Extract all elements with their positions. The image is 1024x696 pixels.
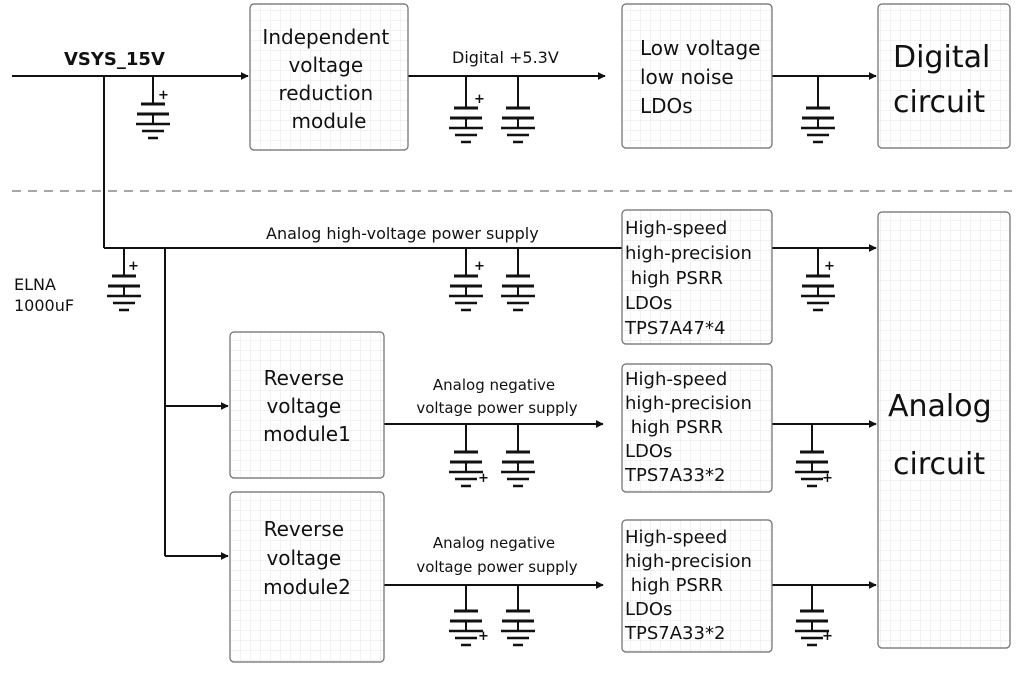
- hv-rail-capacitor-1-icon: [447, 274, 485, 312]
- digital-circuit-block: [877, 3, 1011, 149]
- hs3-line-2: high-precision: [625, 551, 752, 572]
- digital-chain: VSYS_15V Digital +5.3V + +: [12, 48, 877, 144]
- neg2-label-2: voltage power supply: [416, 558, 577, 576]
- analog-circuit-block: [877, 211, 1011, 649]
- hs1-line-4: LDOs: [625, 293, 672, 314]
- lvldo-line-3: LDOs: [640, 94, 693, 118]
- rev2-line-1: Reverse: [264, 517, 344, 541]
- hs-ldo-tps7a47-block: [621, 209, 773, 345]
- hs2-line-1: High-speed: [625, 369, 727, 390]
- hs1-line-2: high-precision: [625, 243, 752, 264]
- neg2-cap-plus: +: [478, 629, 489, 644]
- analog-wiring: Analog high-voltage power supply + ELNA …: [14, 76, 877, 647]
- elna-cap-plus: +: [128, 259, 139, 274]
- input-cap-plus: +: [158, 88, 169, 103]
- digital-line-1: Digital: [893, 40, 990, 75]
- svg-text:Reverse voltage module: Reverse voltage module1: [263, 366, 351, 446]
- hs2-line-4: LDOs: [625, 441, 672, 462]
- neg1-label-1: Analog negative: [433, 376, 555, 394]
- reverse-voltage-module2-block: [229, 491, 385, 663]
- low-noise-ldo-block: [621, 3, 773, 149]
- digital-rail-capacitor-2-icon: [499, 106, 537, 144]
- svg-text:Reverse voltage module: Reverse voltage module2: [263, 517, 351, 599]
- hv-rail-capacitor-2-icon: [499, 274, 537, 312]
- neg1-out-cap-plus: +: [822, 471, 833, 486]
- hs1-line-5: TPS7A47*4: [624, 318, 725, 339]
- hv-cap-plus: +: [474, 259, 485, 274]
- rev2-line-2: voltage: [266, 546, 341, 570]
- reverse-voltage-module1-block: [229, 331, 385, 479]
- ivr-line-4: module: [292, 109, 367, 133]
- elna-label-2: 1000uF: [14, 296, 74, 315]
- hs3-line-4: LDOs: [625, 599, 672, 620]
- elna-label-1: ELNA: [14, 275, 56, 294]
- hs-ldo-tps7a33-1-block: [621, 363, 773, 493]
- rev1-line-1: Reverse: [264, 366, 344, 390]
- lvldo-line-1: Low voltage: [640, 36, 760, 60]
- digital-output-capacitor-icon: [799, 106, 837, 144]
- hs-ldo-tps7a33-2-block: [621, 519, 773, 653]
- hs3-line-3: high PSRR: [625, 575, 723, 596]
- lvldo-line-2: low noise: [640, 65, 734, 89]
- neg2-label-1: Analog negative: [433, 534, 555, 552]
- neg1-label-2: voltage power supply: [416, 399, 577, 417]
- analog-hv-label: Analog high-voltage power supply: [266, 224, 539, 243]
- hs2-line-5: TPS7A33*2: [624, 465, 725, 486]
- vsys-label: VSYS_15V: [64, 49, 165, 70]
- hv-output-capacitor-icon: [799, 274, 837, 312]
- elna-capacitor-icon: [105, 274, 143, 312]
- analog-line-2: circuit: [893, 447, 985, 482]
- rev2-line-3: module2: [263, 575, 351, 599]
- digital-line-2: circuit: [893, 85, 985, 120]
- digital-rail-capacitor-1-icon: [447, 106, 485, 144]
- ivr-line-2: voltage: [288, 53, 363, 77]
- neg2-out-cap-plus: +: [822, 629, 833, 644]
- hv-out-cap-plus: +: [824, 259, 835, 274]
- svg-text:Digital circuit: Digital circuit: [893, 40, 1000, 120]
- hs2-line-3: high PSRR: [625, 417, 723, 438]
- svg-text:Analog circuit: Analog circuit: [888, 389, 1001, 482]
- rev1-line-2: voltage: [266, 394, 341, 418]
- hs3-line-1: High-speed: [625, 527, 727, 548]
- voltage-reduction-block: [249, 3, 409, 151]
- svg-text:Independent voltage re: Independent voltage reduction module: [262, 25, 395, 133]
- ivr-line-3: reduction: [278, 81, 373, 105]
- svg-text:High-speed high-precision: High-speed high-precision high PSRR LDOs…: [624, 369, 758, 486]
- neg1-capacitor-2-icon: [499, 450, 537, 488]
- ivr-line-1: Independent: [262, 25, 389, 49]
- neg2-capacitor-2-icon: [499, 609, 537, 647]
- hs1-line-3: high PSRR: [625, 268, 723, 289]
- input-capacitor-icon: [134, 102, 172, 140]
- hs3-line-5: TPS7A33*2: [624, 623, 725, 644]
- digital-rail-label: Digital +5.3V: [452, 48, 559, 67]
- digital-cap-plus: +: [474, 92, 485, 107]
- hs2-line-2: high-precision: [625, 393, 752, 414]
- analog-line-1: Analog: [888, 389, 992, 424]
- svg-text:High-speed high-precision: High-speed high-precision high PSRR LDOs…: [624, 218, 758, 339]
- svg-text:High-speed high-precision: High-speed high-precision high PSRR LDOs…: [624, 527, 758, 644]
- rev1-line-3: module1: [263, 422, 351, 446]
- svg-text:Low voltage low noise: Low voltage low noise LDOs: [640, 36, 767, 118]
- hs1-line-1: High-speed: [625, 218, 727, 239]
- neg1-cap-plus: +: [478, 471, 489, 486]
